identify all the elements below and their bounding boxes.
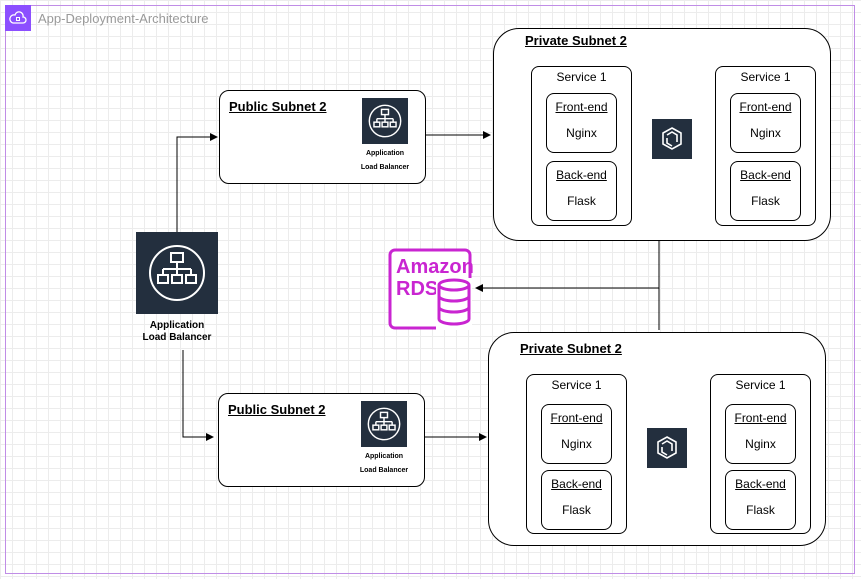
- frontend-box[interactable]: Front-end Nginx: [541, 404, 612, 464]
- service-card[interactable]: Service 1 Front-end Nginx Back-end Flask: [710, 374, 811, 534]
- frontend-box[interactable]: Front-end Nginx: [725, 404, 796, 464]
- alb-label: Application Load Balancer: [360, 150, 410, 171]
- alb-label: Application Load Balancer: [359, 453, 409, 474]
- service-label: Service 1: [740, 70, 791, 84]
- edge-lb-to-public-2: [182, 350, 214, 441]
- backend-box[interactable]: Back-end Flask: [725, 470, 796, 530]
- frontend-title: Front-end: [734, 411, 787, 425]
- frontend-value: Nginx: [745, 437, 776, 451]
- backend-title: Back-end: [556, 168, 607, 182]
- service-card[interactable]: Service 1 Front-end Nginx Back-end Flask: [715, 66, 816, 226]
- service-card[interactable]: Service 1 Front-end Nginx Back-end Flask: [526, 374, 627, 534]
- group-title: App-Deployment-Architecture: [38, 11, 209, 26]
- frontend-value: Nginx: [561, 437, 592, 451]
- private-subnet-1[interactable]: Private Subnet 2 Service 1 Front-end Ngi…: [493, 28, 831, 241]
- frontend-value: Nginx: [566, 126, 597, 140]
- main-alb-icon[interactable]: [136, 232, 218, 314]
- private-subnet-1-title: Private Subnet 2: [525, 33, 627, 48]
- private-subnet-2-title: Private Subnet 2: [520, 341, 622, 356]
- frontend-value: Nginx: [750, 126, 781, 140]
- service-label: Service 1: [556, 70, 607, 84]
- service-label: Service 1: [735, 378, 786, 392]
- ecs-container-icon: [652, 119, 692, 159]
- backend-box[interactable]: Back-end Flask: [541, 470, 612, 530]
- amazon-rds-icon[interactable]: Amazon RDS: [388, 248, 474, 332]
- frontend-title: Front-end: [550, 411, 603, 425]
- backend-title: Back-end: [740, 168, 791, 182]
- frontend-box[interactable]: Front-end Nginx: [730, 93, 801, 153]
- backend-value: Flask: [562, 503, 591, 517]
- main-alb-label: Application Load Balancer: [142, 320, 212, 343]
- edge-lb-to-public-1: [176, 133, 218, 232]
- frontend-box[interactable]: Front-end Nginx: [546, 93, 617, 153]
- backend-title: Back-end: [735, 477, 786, 491]
- private-subnet-2[interactable]: Private Subnet 2 Service 1 Front-end Ngi…: [488, 332, 826, 546]
- backend-box[interactable]: Back-end Flask: [730, 161, 801, 221]
- alb-icon: [361, 401, 407, 447]
- rds-label-line2: RDS: [396, 278, 438, 300]
- backend-value: Flask: [567, 194, 596, 208]
- edge-private-to-rds: [476, 241, 660, 330]
- public-subnet-2-title: Public Subnet 2: [228, 402, 326, 417]
- backend-title: Back-end: [551, 477, 602, 491]
- frontend-title: Front-end: [739, 100, 792, 114]
- rds-label-line1: Amazon: [396, 256, 474, 278]
- public-subnet-1[interactable]: Public Subnet 2 Application Load Balance…: [219, 90, 426, 184]
- public-subnet-2[interactable]: Public Subnet 2 Application Load Balance…: [218, 393, 425, 487]
- public-subnet-1-title: Public Subnet 2: [229, 99, 327, 114]
- backend-value: Flask: [751, 194, 780, 208]
- cloud-icon: [5, 5, 31, 31]
- alb-icon: [362, 98, 408, 144]
- service-card[interactable]: Service 1 Front-end Nginx Back-end Flask: [531, 66, 632, 226]
- ecs-container-icon: [647, 428, 687, 468]
- group-frame: [5, 5, 855, 574]
- frontend-title: Front-end: [555, 100, 608, 114]
- service-label: Service 1: [551, 378, 602, 392]
- backend-value: Flask: [746, 503, 775, 517]
- backend-box[interactable]: Back-end Flask: [546, 161, 617, 221]
